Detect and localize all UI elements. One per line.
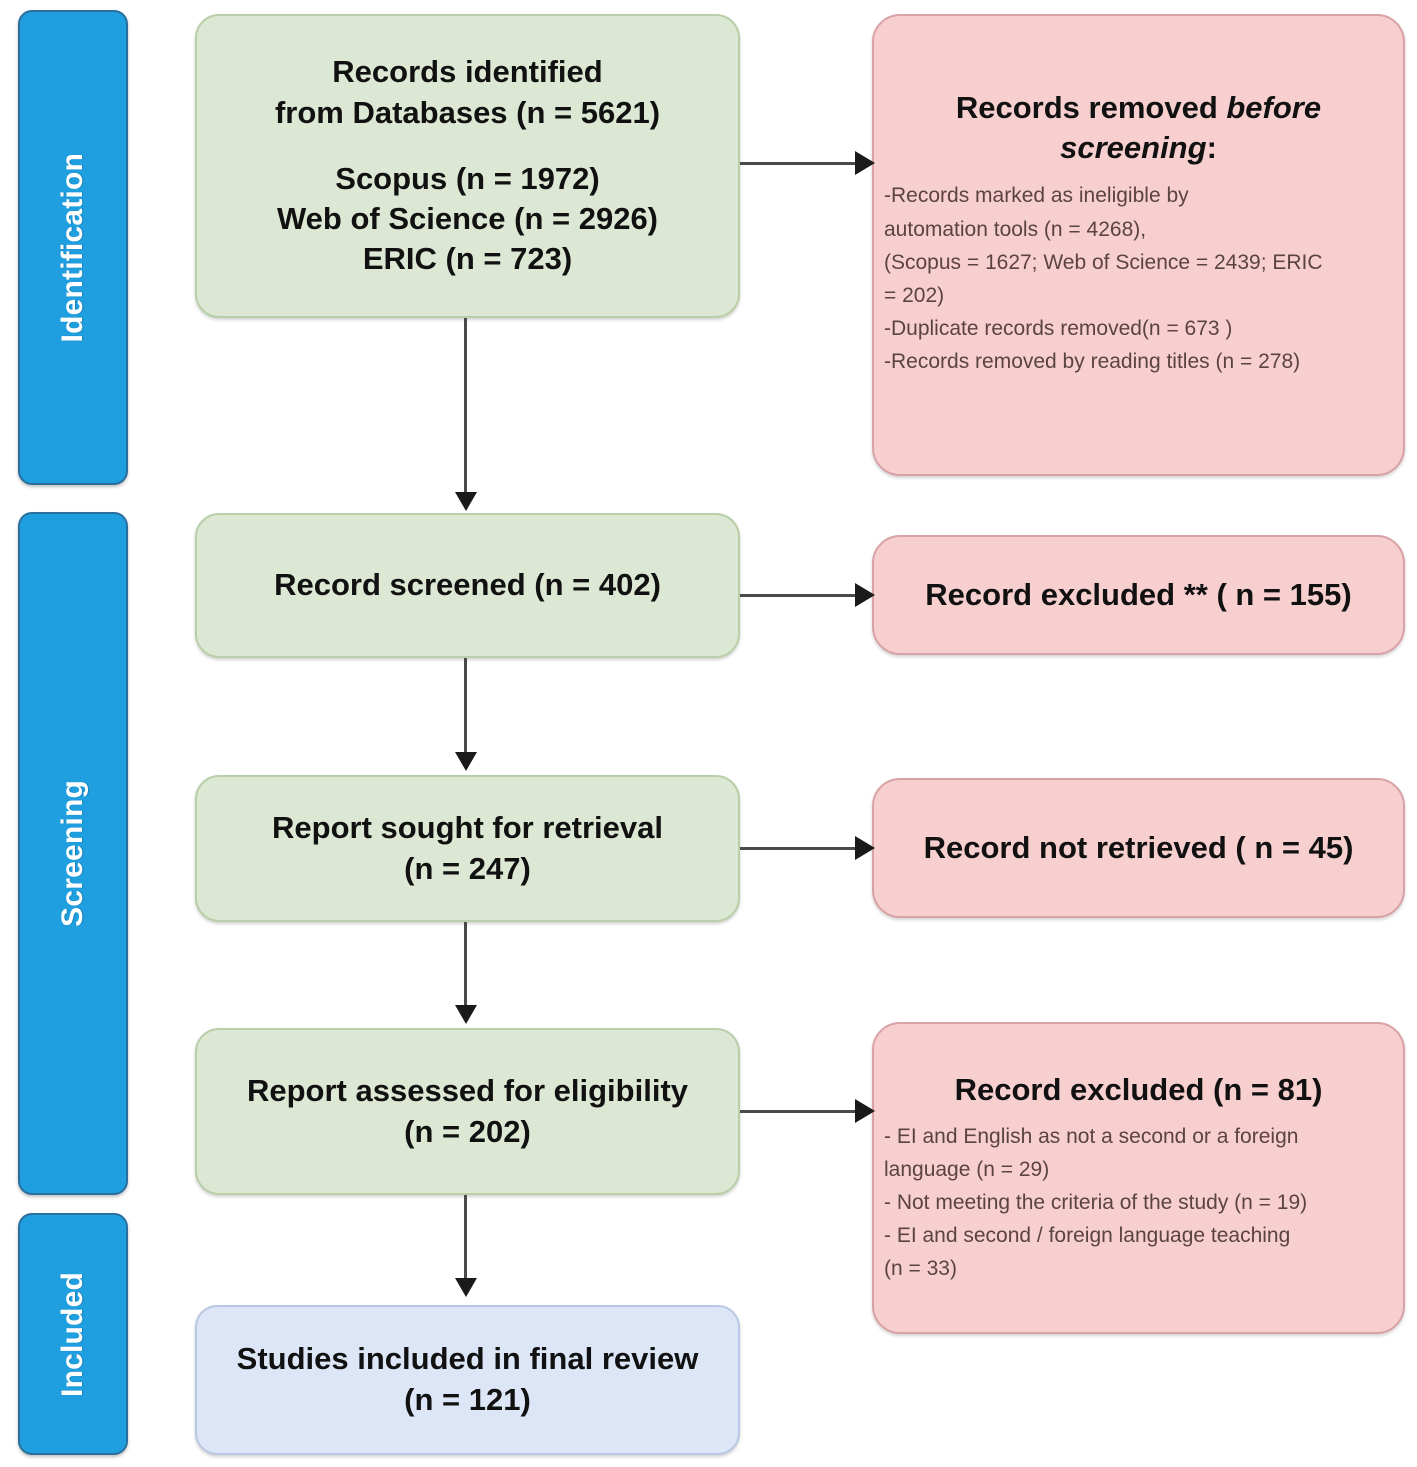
records-removed-header-plain: Records removed: [955, 90, 1227, 125]
record-excluded-eligibility-header: Record excluded (n = 81): [954, 1072, 1323, 1107]
source-web-of-science: Web of Science (n = 2926): [276, 201, 659, 237]
report-sought-line1: Report sought for retrieval: [272, 810, 663, 846]
detail-line: (n = 33): [884, 1257, 957, 1281]
connector-identified-to-removed: [740, 162, 858, 165]
arrowhead-assessed-to-included: [455, 1278, 477, 1297]
detail-line: -Records marked as ineligible by: [884, 184, 1189, 208]
detail-line: - EI and English as not a second or a fo…: [884, 1124, 1299, 1148]
arrowhead-screened-to-excluded: [855, 583, 875, 607]
studies-included-line2: (n = 121): [404, 1382, 531, 1417]
arrowhead-sought-to-assessed: [455, 1005, 477, 1024]
stage-label-included: Included: [56, 1271, 89, 1397]
source-eric: ERIC (n = 723): [362, 241, 573, 277]
stage-bar-included: Included: [18, 1213, 128, 1455]
arrowhead-sought-to-not-retrieved: [855, 836, 875, 860]
record-excluded-screening-box: Record excluded ** ( n = 155): [872, 535, 1405, 655]
stage-label-screening: Screening: [56, 780, 89, 927]
report-assessed-box: Report assessed for eligibility (n = 202…: [195, 1028, 740, 1195]
detail-line: = 202): [884, 283, 945, 307]
connector-assessed-to-included: [464, 1195, 467, 1283]
detail-line: - Not meeting the criteria of the study …: [884, 1191, 1308, 1215]
records-identified-line2: from Databases (n = 5621): [274, 94, 661, 130]
detail-line: (Scopus = 1627; Web of Science = 2439; E…: [884, 250, 1323, 274]
stage-bar-screening: Screening: [18, 512, 128, 1195]
records-identified-line1: Records identified: [332, 54, 603, 90]
record-excluded-eligibility-box: Record excluded (n = 81) - EI and Englis…: [872, 1022, 1405, 1334]
detail-line: -Duplicate records removed(n = 673 ): [884, 317, 1233, 341]
arrowhead-assessed-to-excluded: [855, 1099, 875, 1123]
record-excluded-eligibility-list: - EI and English as not a second or a fo…: [884, 1120, 1393, 1286]
arrowhead-screened-to-sought: [455, 752, 477, 771]
detail-line: - EI and second / foreign language teach…: [884, 1224, 1291, 1248]
connector-sought-to-assessed: [464, 922, 467, 1010]
connector-assessed-to-excluded: [740, 1110, 858, 1113]
records-removed-header-suffix: :: [1206, 129, 1217, 165]
stage-bar-identification: Identification: [18, 10, 128, 485]
records-removed-header-italic: before screening: [1060, 90, 1322, 165]
connector-screened-to-sought: [464, 658, 467, 758]
record-not-retrieved-box: Record not retrieved ( n = 45): [872, 778, 1405, 918]
studies-included-box: Studies included in final review (n = 12…: [195, 1305, 740, 1455]
records-removed-detail-list: -Records marked as ineligible by automat…: [884, 179, 1393, 378]
arrowhead-identified-to-screened: [455, 492, 477, 511]
connector-screened-to-excluded: [740, 594, 858, 597]
detail-line: automation tools (n = 4268),: [884, 217, 1147, 241]
report-assessed-line2: (n = 202): [404, 1113, 531, 1149]
studies-included-line1: Studies included in final review: [236, 1341, 699, 1377]
report-sought-line2: (n = 247): [404, 850, 531, 886]
records-identified-box: Records identified from Databases (n = 5…: [195, 14, 740, 318]
connector-identified-to-screened: [464, 318, 467, 494]
record-not-retrieved-header: Record not retrieved ( n = 45): [923, 830, 1354, 866]
record-screened-line1: Record screened (n = 402): [274, 567, 661, 603]
records-removed-header: Records removed before screening:: [884, 88, 1393, 167]
detail-line: language (n = 29): [884, 1157, 1050, 1181]
stage-label-identification: Identification: [56, 152, 89, 343]
records-removed-before-screening-box: Records removed before screening: -Recor…: [872, 14, 1405, 476]
report-sought-box: Report sought for retrieval (n = 247): [195, 775, 740, 922]
detail-line: -Records removed by reading titles (n = …: [884, 350, 1301, 374]
connector-sought-to-not-retrieved: [740, 847, 858, 850]
record-excluded-screening-header: Record excluded ** ( n = 155): [925, 577, 1352, 613]
source-scopus: Scopus (n = 1972): [335, 160, 600, 196]
arrowhead-identified-to-removed: [855, 151, 875, 175]
report-assessed-line1: Report assessed for eligibility: [246, 1073, 689, 1109]
record-screened-box: Record screened (n = 402): [195, 513, 740, 658]
